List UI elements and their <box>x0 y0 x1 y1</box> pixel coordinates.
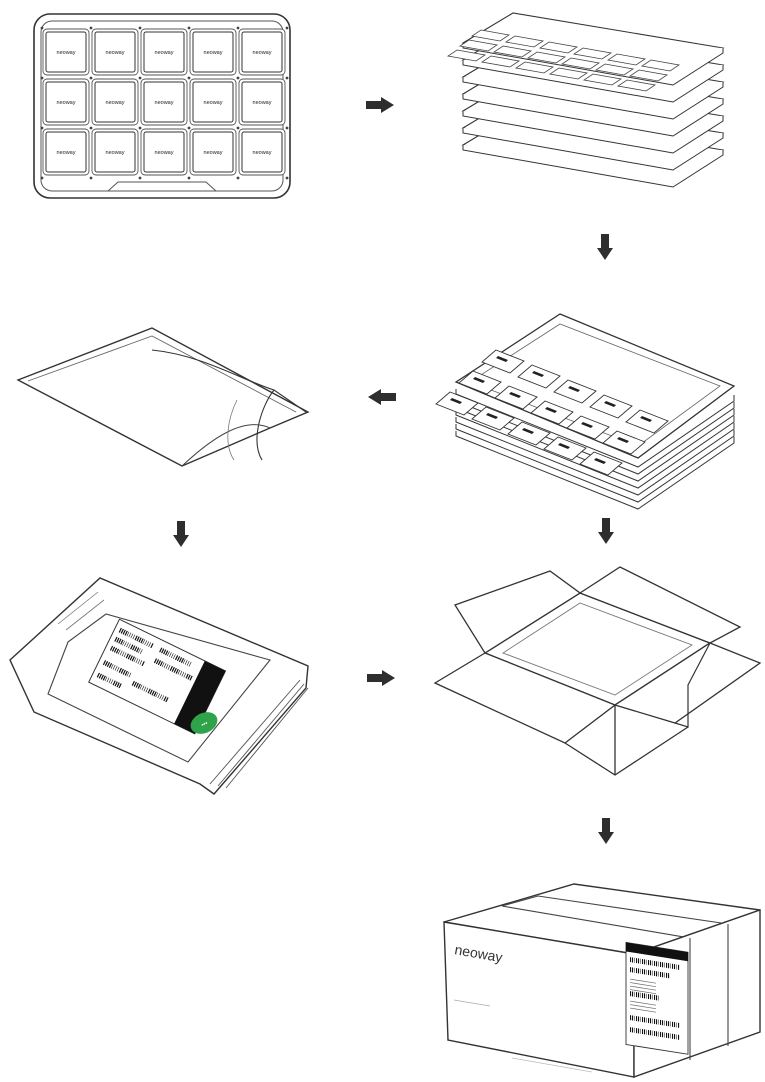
down-arrow-icon <box>173 521 189 552</box>
tray-module: neoway <box>92 129 138 175</box>
tray-module-logo: neoway <box>253 50 272 56</box>
tray-module: neoway <box>141 29 187 75</box>
tray-module: neoway <box>190 129 236 175</box>
tray-module: neoway <box>43 29 89 75</box>
right-arrow-icon <box>367 670 395 691</box>
tray-module: neoway <box>92 29 138 75</box>
open-carton <box>430 565 765 780</box>
stacked-trays <box>455 8 730 198</box>
tray-module-logo: neoway <box>253 150 272 156</box>
tray-module: neoway <box>190 29 236 75</box>
tray-module-logo: neoway <box>57 100 76 106</box>
tray-module-logo: neoway <box>106 100 125 106</box>
tray-module-logo: neoway <box>106 50 125 56</box>
tray-module-logo: neoway <box>57 50 76 56</box>
left-arrow-icon <box>368 389 396 410</box>
single-tray: neoway neoway neoway neoway neoway neoway neow… <box>28 10 296 205</box>
sealed-bag: ••• <box>8 572 313 797</box>
tray-module: neoway <box>239 79 285 125</box>
tray-module-logo: neoway <box>155 50 174 56</box>
tray-module: neoway <box>43 79 89 125</box>
tray-module: neoway <box>239 129 285 175</box>
down-arrow-icon <box>598 518 614 549</box>
tray-module-logo: neoway <box>57 150 76 156</box>
tray-module-logo: neoway <box>155 100 174 106</box>
down-arrow-icon <box>598 818 614 849</box>
right-arrow-icon <box>366 97 394 118</box>
tray-module-logo: neoway <box>204 50 223 56</box>
down-arrow-icon <box>597 234 613 265</box>
tray-module: neoway <box>141 79 187 125</box>
tray-module-logo: neoway <box>204 100 223 106</box>
tray-module: neoway <box>43 129 89 175</box>
tray-module: neoway <box>239 29 285 75</box>
tray-module-logo: neoway <box>155 150 174 156</box>
empty-bag <box>12 320 312 470</box>
tray-module-logo: neoway <box>106 150 125 156</box>
tray-module-logo: neoway <box>204 150 223 156</box>
tray-module: neoway <box>92 79 138 125</box>
tray-module: neoway <box>190 79 236 125</box>
tray-module-logo: neoway <box>253 100 272 106</box>
sealed-carton: neoway <box>442 882 765 1080</box>
stacked-trays-loaded <box>450 310 740 485</box>
tray-module: neoway <box>141 129 187 175</box>
